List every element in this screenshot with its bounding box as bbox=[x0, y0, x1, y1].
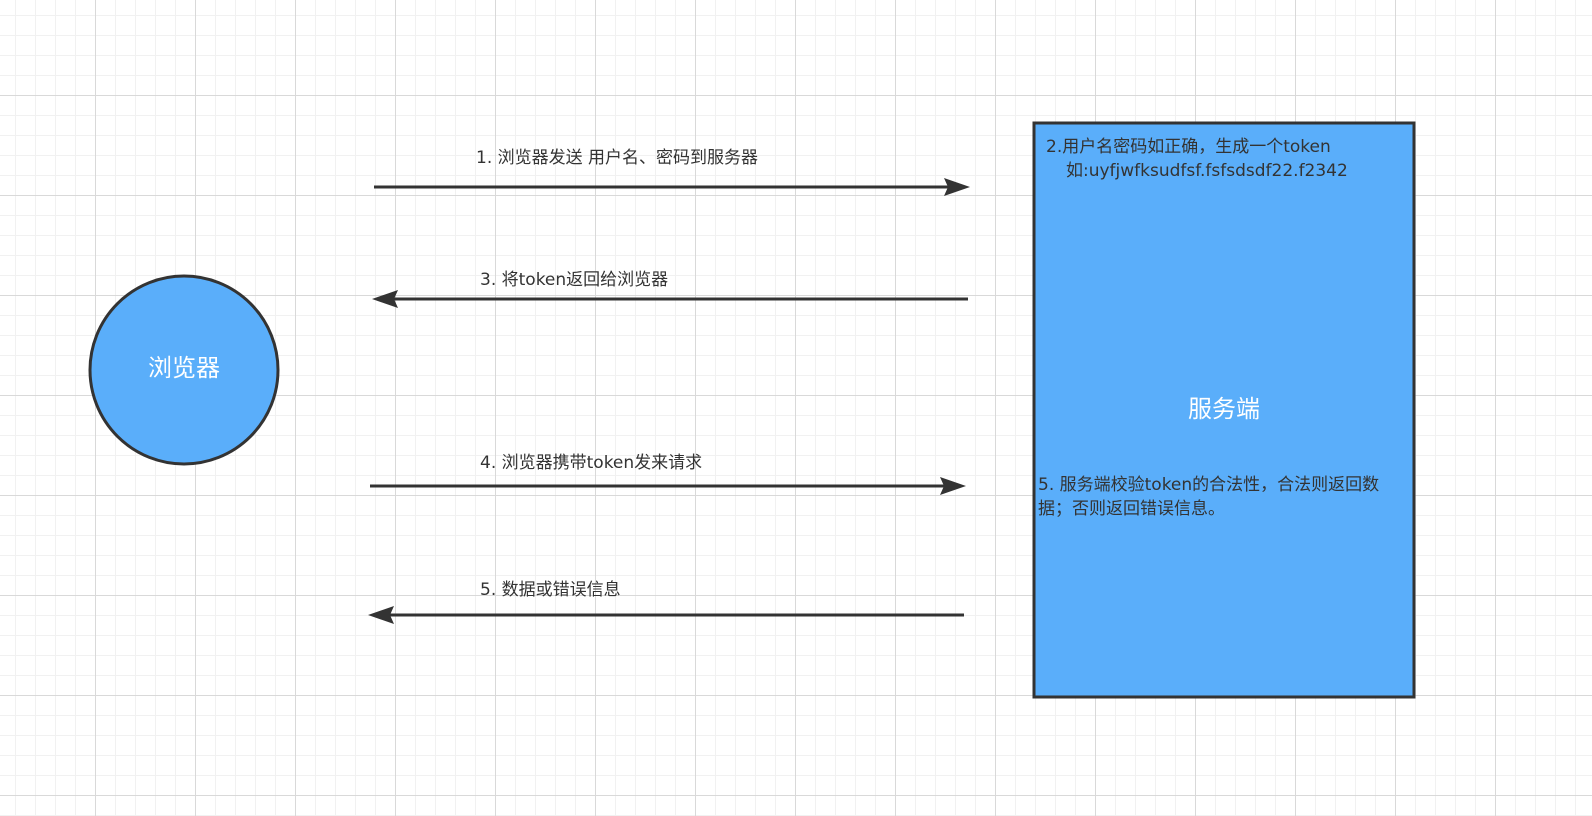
server-validate-note-line2: 据；否则返回错误信息。 bbox=[1038, 499, 1225, 519]
edge-4-label: 5. 数据或错误信息 bbox=[480, 580, 621, 600]
edge-2-arrow[interactable] bbox=[372, 290, 968, 308]
edge-3-arrow[interactable] bbox=[370, 477, 966, 495]
server-token-note-line1: 2.用户名密码如正确，生成一个token bbox=[1046, 137, 1331, 157]
server-validate-note: 5. 服务端校验token的合法性，合法则返回数 据；否则返回错误信息。 bbox=[1038, 473, 1412, 521]
browser-node-label: 浏览器 bbox=[148, 354, 220, 382]
browser-node[interactable] bbox=[88, 274, 280, 466]
server-node-label: 服务端 bbox=[1188, 395, 1260, 423]
edge-1-arrow[interactable] bbox=[374, 178, 970, 196]
edge-4-arrow[interactable] bbox=[368, 606, 964, 624]
server-node[interactable] bbox=[1032, 121, 1416, 699]
server-token-note: 2.用户名密码如正确，生成一个token 如:uyfjwfksudfsf.fsf… bbox=[1046, 135, 1348, 183]
server-validate-note-line1: 5. 服务端校验token的合法性，合法则返回数 bbox=[1038, 475, 1380, 495]
server-token-note-line2: 如:uyfjwfksudfsf.fsfsdsdf22.f2342 bbox=[1066, 161, 1348, 181]
edge-3-label: 4. 浏览器携带token发来请求 bbox=[480, 453, 703, 473]
edge-1-label: 1. 浏览器发送 用户名、密码到服务器 bbox=[476, 148, 759, 168]
edge-2-label: 3. 将token返回给浏览器 bbox=[480, 270, 669, 290]
